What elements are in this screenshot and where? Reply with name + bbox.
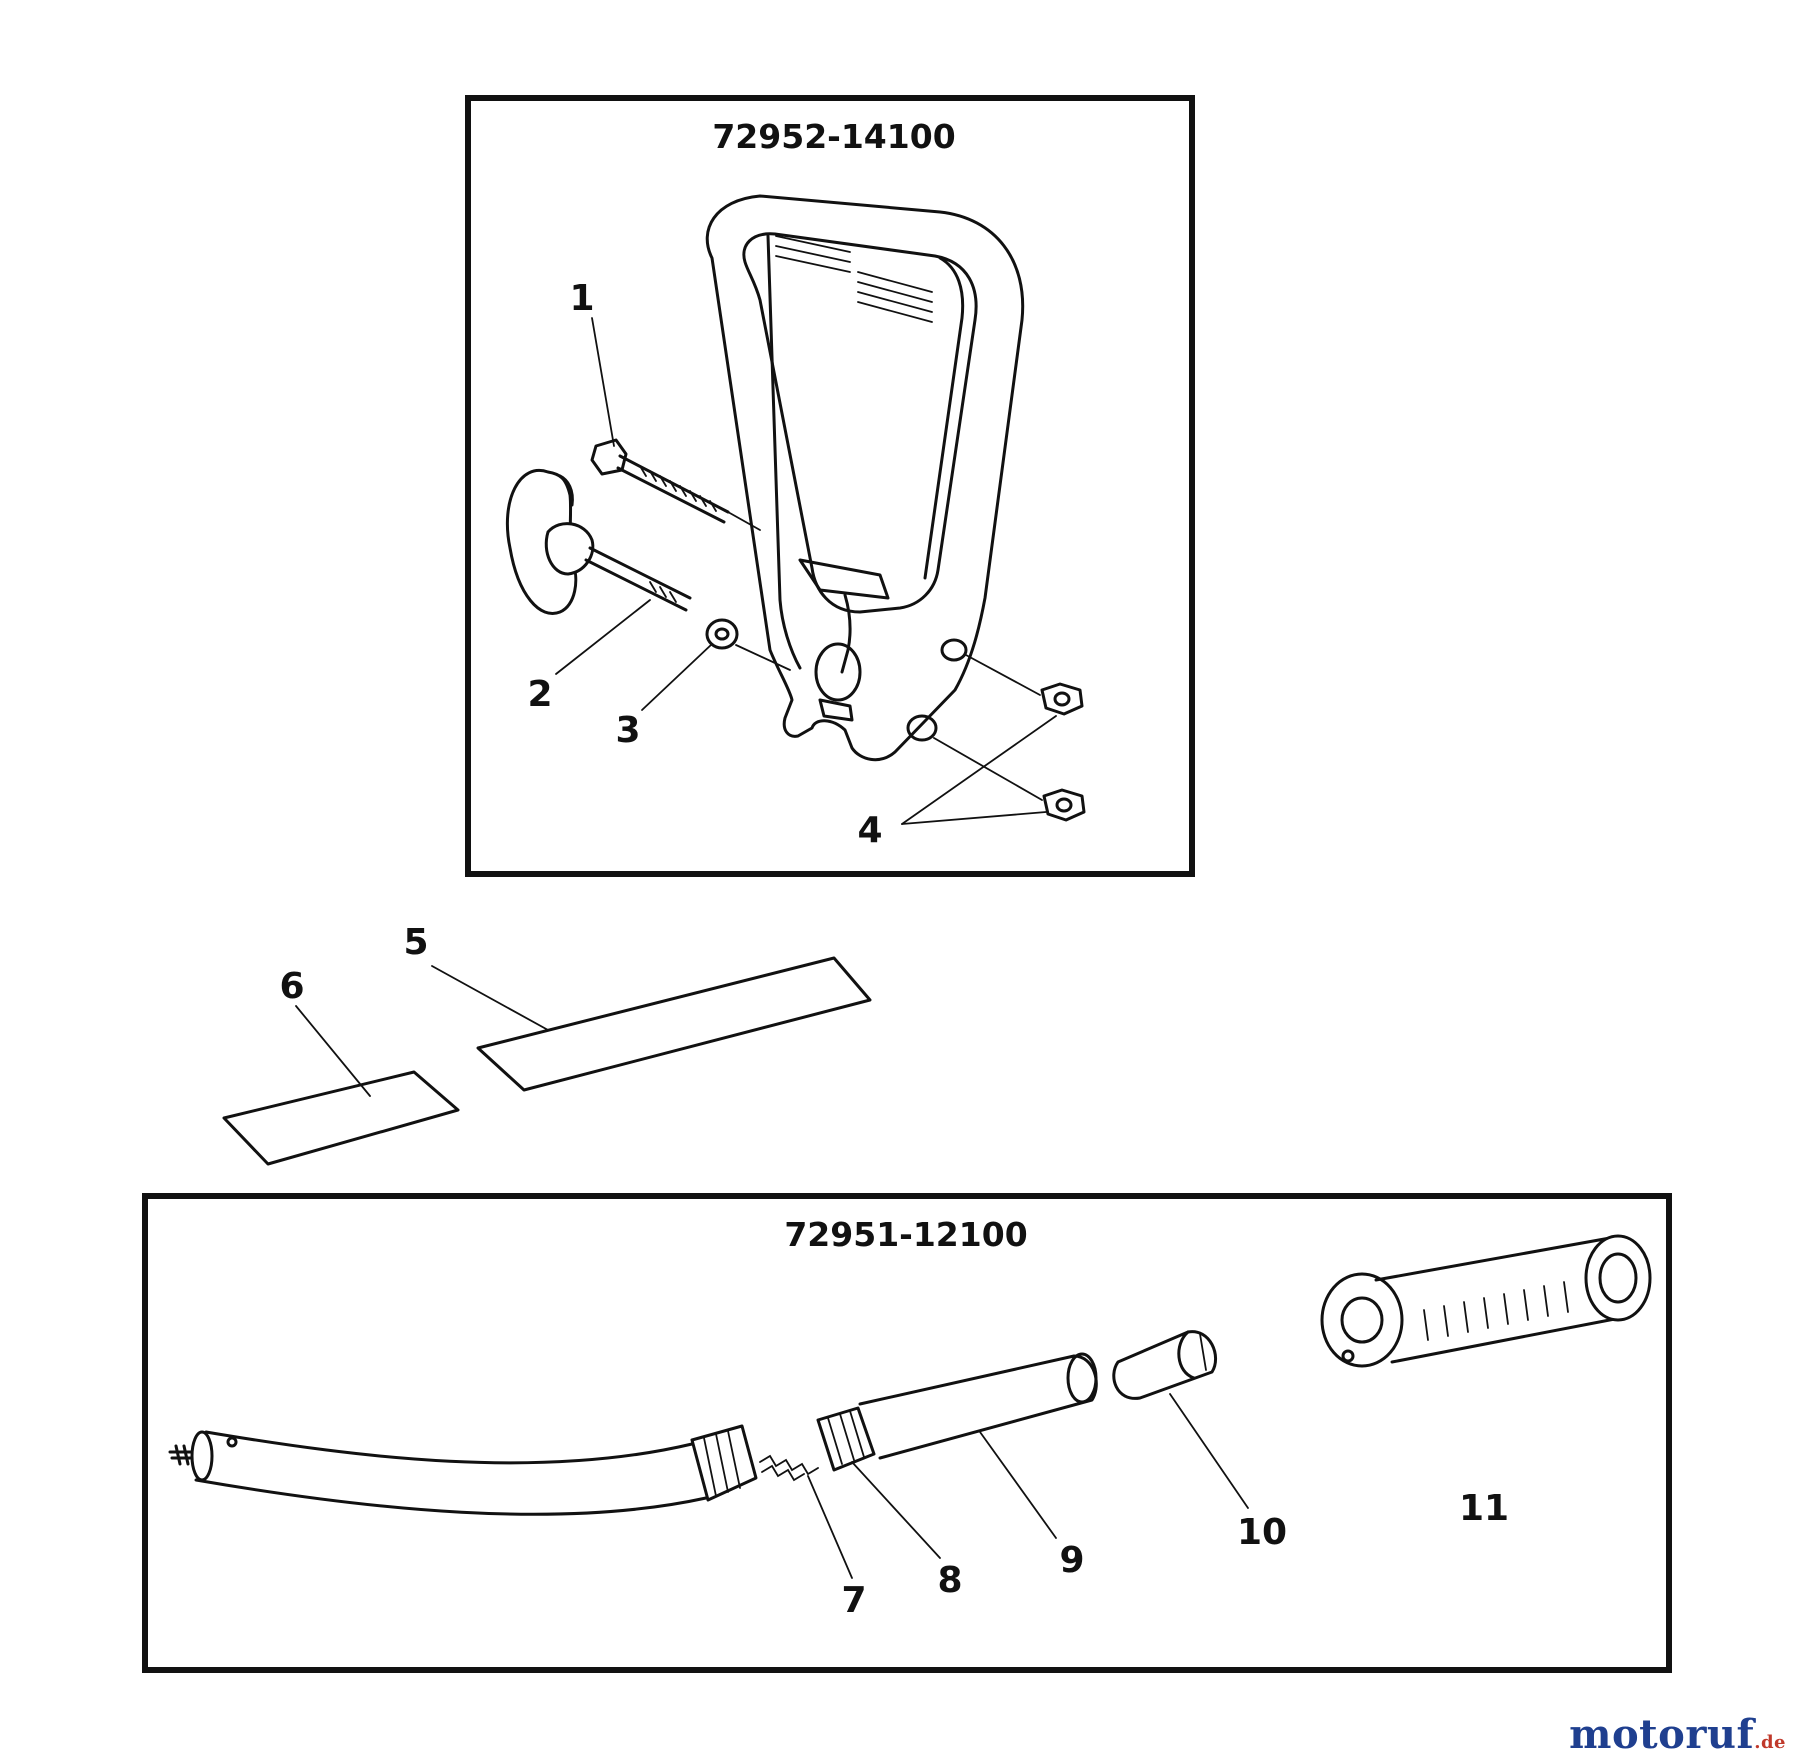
callout-8: 8 [937, 1560, 962, 1601]
nut-upper [1040, 682, 1084, 716]
handle-grip-ribs [775, 235, 933, 323]
callout-7: 7 [841, 1580, 866, 1621]
handle-assembly-panel: 72952-14100 [465, 95, 1195, 877]
leader-9 [979, 1431, 1057, 1539]
watermark-logo: motoruf.de [1569, 1711, 1786, 1758]
callout-10: 10 [1237, 1512, 1287, 1553]
curved-shaft [168, 1424, 758, 1516]
shaft-assembly-part-number: 72951-12100 [784, 1215, 1027, 1254]
leader-3 [641, 643, 713, 711]
leader-6 [295, 1005, 371, 1097]
leader-1 [591, 317, 615, 447]
callout-6: 6 [279, 966, 304, 1007]
rubber-grip [1320, 1234, 1652, 1368]
callout-3: 3 [615, 710, 640, 751]
callout-11: 11 [1459, 1488, 1509, 1529]
leader-7 [807, 1475, 853, 1579]
washer [705, 618, 739, 650]
handle-tube [858, 1352, 1098, 1460]
nut-lower [1042, 788, 1086, 822]
decal-large [476, 956, 872, 1092]
flex-drive-spring [759, 1454, 819, 1482]
callout-9: 9 [1059, 1540, 1084, 1581]
leader-4a [901, 715, 1057, 825]
callout-2: 2 [527, 674, 552, 715]
leader-5 [431, 965, 549, 1031]
handle-assembly-part-number: 72952-14100 [712, 117, 955, 156]
end-plug [1112, 1330, 1218, 1400]
leader-4b [901, 811, 1047, 825]
handle-assembly-frame [465, 95, 1195, 877]
shaft-assembly-frame [142, 1193, 1672, 1673]
knob-screw [505, 468, 692, 615]
leader-2 [555, 599, 651, 675]
leader-10 [1169, 1393, 1249, 1509]
decal-small [222, 1070, 460, 1166]
leader-8 [851, 1461, 941, 1559]
leader-lines [295, 317, 1249, 1579]
grip-ribs [1423, 1281, 1569, 1341]
shaft-assembly-panel: 72951-12100 [142, 1193, 1672, 1673]
callout-numbers: 1 2 3 4 5 6 7 8 9 10 11 [279, 278, 1509, 1621]
bolt [590, 438, 730, 524]
callout-5: 5 [403, 922, 428, 963]
callout-1: 1 [569, 278, 594, 319]
shaft-coupling [816, 1406, 876, 1472]
loop-handle [705, 194, 1025, 762]
callout-4: 4 [857, 810, 882, 851]
